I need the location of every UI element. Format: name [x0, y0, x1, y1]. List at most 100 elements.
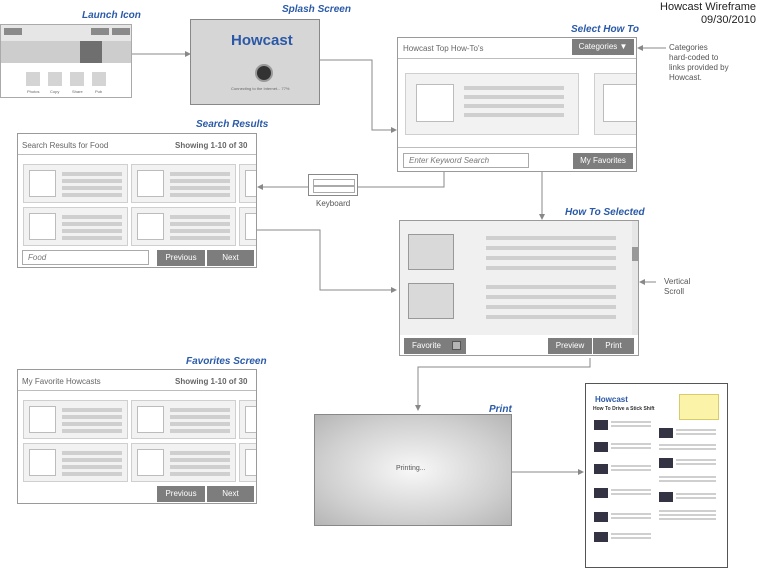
- text-line: [659, 444, 716, 446]
- launch-shelf-selected-icon[interactable]: [80, 41, 102, 63]
- step-photo: [659, 492, 673, 502]
- launch-app-icon: [4, 28, 22, 35]
- launch-dock-icon[interactable]: [92, 72, 106, 86]
- scroll-thumb[interactable]: [632, 247, 638, 261]
- text-line: [170, 179, 230, 183]
- launch-dock-icon[interactable]: [26, 72, 40, 86]
- keyboard-label: Keyboard: [316, 199, 351, 208]
- favorite-checkbox[interactable]: [452, 341, 461, 350]
- text-line: [62, 236, 122, 240]
- caption-search-results: Search Results: [196, 119, 269, 130]
- text-line: [170, 408, 230, 412]
- divider: [18, 154, 256, 155]
- text-line: [464, 86, 564, 90]
- video-thumbnail: [245, 449, 256, 476]
- previous-button[interactable]: Previous: [157, 486, 205, 502]
- text-line: [62, 451, 122, 455]
- favorite-card[interactable]: [239, 400, 256, 439]
- printed-page-heading: How To Drive a Stick Shift: [593, 406, 655, 412]
- arrow-howto-to-print: [415, 358, 591, 411]
- launch-app-icon: [112, 28, 130, 35]
- step-photo: [594, 442, 608, 452]
- step-photo: [659, 428, 673, 438]
- featured-howto-card[interactable]: [405, 73, 579, 135]
- result-card[interactable]: [131, 207, 236, 246]
- text-line: [464, 104, 564, 108]
- video-thumbnail: [245, 213, 256, 240]
- result-card[interactable]: [23, 207, 128, 246]
- text-line: [170, 465, 230, 469]
- favorite-card[interactable]: [23, 443, 128, 482]
- step-photo: [659, 458, 673, 468]
- favorite-button[interactable]: Favorite: [404, 338, 466, 354]
- featured-howto-card[interactable]: [594, 73, 636, 135]
- text-line: [62, 422, 122, 426]
- text-line: [611, 537, 651, 539]
- text-line: [611, 513, 651, 515]
- step-photo: [594, 512, 608, 522]
- result-card[interactable]: [131, 164, 236, 203]
- text-line: [676, 459, 716, 461]
- vertical-scroll-note: Vertical Scroll: [664, 277, 690, 297]
- text-line: [659, 476, 716, 478]
- printed-page: Howcast How To Drive a Stick Shift: [585, 383, 728, 568]
- printing-status: Printing...: [396, 465, 426, 472]
- favorite-card[interactable]: [239, 443, 256, 482]
- wireframe-title: Howcast Wireframe 09/30/2010: [660, 1, 756, 27]
- arrow-search-to-keyboard: [358, 170, 445, 188]
- launch-screen: Photos Copy Share Pub: [0, 24, 132, 98]
- text-line: [486, 256, 616, 260]
- my-favorites-button[interactable]: My Favorites: [573, 153, 633, 169]
- favorite-card[interactable]: [131, 443, 236, 482]
- note-line: Vertical: [664, 277, 691, 286]
- text-line: [611, 421, 651, 423]
- categories-button[interactable]: Categories ▼: [572, 39, 634, 55]
- dock-label: Pub: [95, 89, 103, 94]
- text-line: [676, 497, 716, 499]
- next-button[interactable]: Next: [207, 486, 254, 502]
- keyword-search-input[interactable]: Enter Keyword Search: [403, 153, 529, 168]
- caption-how-to-selected: How To Selected: [565, 207, 645, 218]
- previous-button[interactable]: Previous: [157, 250, 205, 266]
- select-howto-screen: Howcast Top How-To's Categories ▼ Enter …: [397, 37, 637, 172]
- video-thumbnail: [245, 406, 256, 433]
- text-line: [611, 443, 651, 445]
- step-video-thumbnail[interactable]: [408, 283, 454, 319]
- wireframe-date: 09/30/2010: [700, 14, 756, 26]
- dropdown-triangle-icon: ▼: [619, 42, 628, 51]
- text-line: [486, 266, 616, 270]
- launch-shelf: [1, 41, 131, 63]
- step-video-thumbnail[interactable]: [408, 234, 454, 270]
- launch-dock-icon[interactable]: [48, 72, 62, 86]
- text-line: [486, 236, 616, 240]
- favorites-title: My Favorite Howcasts: [22, 377, 101, 386]
- text-line: [62, 429, 122, 433]
- text-line: [62, 415, 122, 419]
- launch-dock-icon[interactable]: [70, 72, 84, 86]
- text-line: [170, 458, 230, 462]
- favorite-card[interactable]: [23, 400, 128, 439]
- step-photo: [594, 532, 608, 542]
- vertical-scrollbar[interactable]: [632, 221, 638, 335]
- video-thumbnail: [603, 84, 636, 122]
- favorite-card[interactable]: [131, 400, 236, 439]
- search-results-count: Showing 1-10 of 30: [175, 141, 248, 150]
- search-query-field[interactable]: Food: [22, 250, 149, 265]
- video-thumbnail: [29, 406, 56, 433]
- text-line: [611, 533, 651, 535]
- preview-button[interactable]: Preview: [548, 338, 592, 354]
- print-button[interactable]: Print: [593, 338, 634, 354]
- text-line: [464, 95, 564, 99]
- result-card[interactable]: [239, 207, 256, 246]
- text-line: [676, 493, 716, 495]
- next-button[interactable]: Next: [207, 250, 254, 266]
- text-line: [170, 222, 230, 226]
- text-line: [659, 480, 716, 482]
- text-line: [62, 472, 122, 476]
- video-thumbnail: [416, 84, 454, 122]
- categories-label: Categories: [578, 42, 618, 51]
- result-card[interactable]: [23, 164, 128, 203]
- select-howto-header: Howcast Top How-To's: [403, 44, 484, 53]
- result-card[interactable]: [239, 164, 256, 203]
- text-line: [62, 172, 122, 176]
